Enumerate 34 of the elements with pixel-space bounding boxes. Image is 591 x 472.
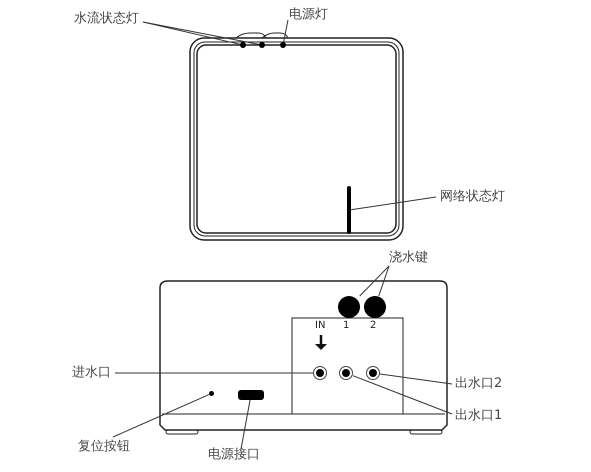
leader-line [352, 375, 452, 414]
leader-line [142, 22, 240, 45]
leader-line [283, 20, 288, 42]
indicator-light [280, 42, 286, 48]
callout-label: 复位按钮 [78, 438, 130, 456]
callout-label: 电源灯 [289, 6, 328, 24]
port-number: 2 [370, 320, 376, 332]
callout-label: 出水口2 [455, 375, 502, 393]
leader-line [240, 400, 251, 450]
round-button [364, 296, 386, 318]
callout-label: 出水口1 [455, 407, 502, 425]
indicator-light [259, 42, 265, 48]
leader-line [378, 266, 390, 296]
callout-label: 水流状态灯 [74, 10, 139, 28]
port-number: IN [315, 320, 326, 332]
status-light-bar [347, 186, 351, 234]
port-number: 1 [343, 320, 350, 332]
water-port [313, 366, 327, 380]
indicator-light [240, 42, 246, 48]
callout-label: 进水口 [72, 364, 111, 382]
callout-label: 浇水键 [389, 249, 428, 267]
leader-line [112, 394, 210, 438]
callout-label: 网络状态灯 [440, 188, 505, 206]
leader-line [142, 22, 260, 45]
water-port [366, 366, 380, 380]
reset-hole [209, 391, 214, 396]
callout-label: 电源接口 [208, 446, 260, 464]
water-port [339, 366, 353, 380]
round-button [338, 296, 360, 318]
leader-line [350, 196, 436, 210]
leader-line [359, 266, 390, 296]
leader-line [114, 372, 314, 374]
leader-line [380, 373, 452, 384]
power-port [238, 390, 264, 400]
